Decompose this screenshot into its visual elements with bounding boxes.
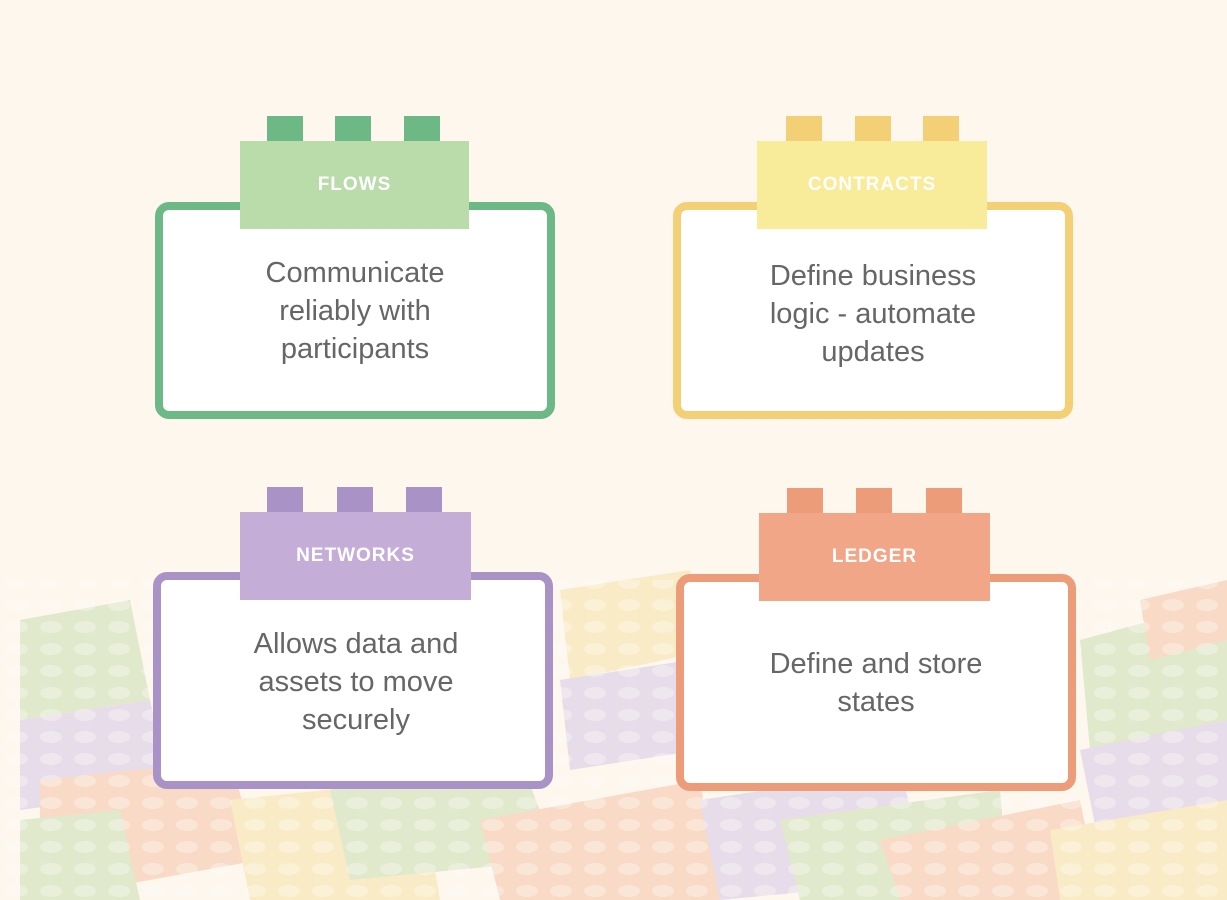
contracts-stud — [786, 116, 822, 143]
networks-title: NETWORKS — [296, 545, 415, 566]
ledger-stud — [787, 488, 823, 515]
networks-description: Allows data and assets to move securely — [253, 628, 459, 736]
ledger-card — [676, 574, 1076, 791]
ledger-stud — [856, 488, 892, 515]
contracts-stud — [855, 116, 891, 143]
contracts-description: Define business logic - automate updates — [769, 260, 977, 368]
contracts-stud — [923, 116, 959, 143]
flows-stud — [404, 116, 440, 143]
contracts-title: CONTRACTS — [807, 174, 937, 195]
contracts-title-tab: CONTRACTS — [757, 141, 987, 229]
networks-stud — [406, 487, 442, 514]
networks-stud — [337, 487, 373, 514]
ledger-stud — [926, 488, 962, 515]
flows-title-tab: FLOWS — [240, 141, 469, 229]
networks-stud — [267, 487, 303, 514]
ledger-title: LEDGER — [831, 546, 918, 567]
networks-title-tab: NETWORKS — [240, 512, 471, 600]
ledger-description: Define and store states — [769, 648, 983, 718]
flows-card — [155, 202, 555, 419]
flows-stud — [267, 116, 303, 143]
flows-description: Communicate reliably with participants — [265, 257, 445, 365]
ledger-title-tab: LEDGER — [759, 513, 990, 601]
flows-stud — [335, 116, 371, 143]
flows-title: FLOWS — [317, 174, 392, 195]
